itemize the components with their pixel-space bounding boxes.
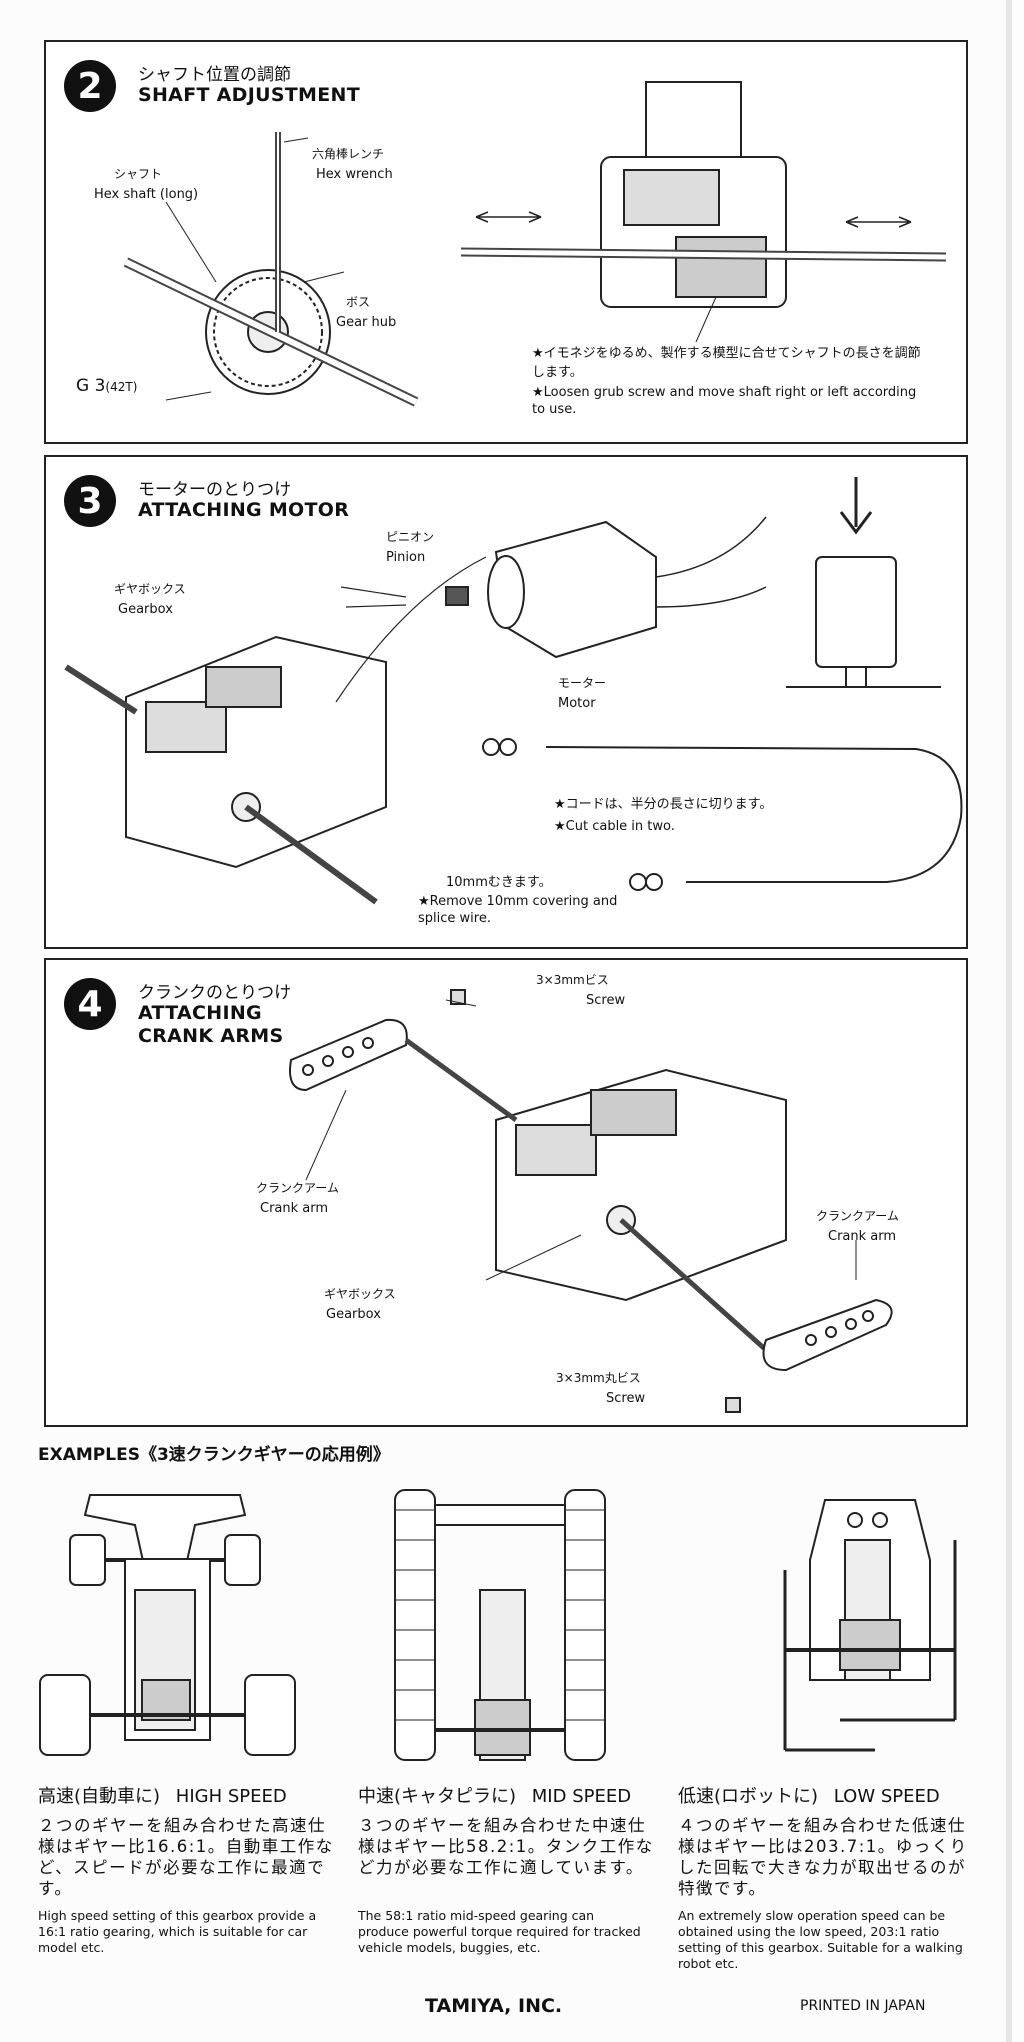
shaft-adjustment-illustration xyxy=(123,81,947,407)
example-mid-speed-body-jp: ３つのギヤーを組み合わせた中速仕様はギヤー比58.2:1。タンク工作など力が必要… xyxy=(358,1816,654,1877)
label-shaft-en: Hex shaft (long) xyxy=(94,187,199,202)
example-tank-illustration xyxy=(394,1489,606,1761)
step-title-en: SHAFT ADJUSTMENT xyxy=(138,84,361,106)
note-cut-jp: ★コードは、半分の長さに切ります。 xyxy=(554,797,773,812)
example-head-jp: 中速(キャタピラに) xyxy=(358,1786,517,1807)
step-title-en: ATTACHING MOTOR xyxy=(138,499,350,521)
note-cut-en: ★Cut cable in two. xyxy=(554,819,675,834)
example-head-jp: 低速(ロボットに) xyxy=(678,1786,819,1807)
example-high-speed-heading: 高速(自動車に) HIGH SPEED xyxy=(38,1782,287,1808)
label-pinion-en: Pinion xyxy=(386,550,426,565)
label-shaft-jp: シャフト xyxy=(114,167,163,181)
label-wrench-jp: 六角棒レンチ xyxy=(312,147,385,161)
label-screw-top-jp: 3×3mmビス xyxy=(536,973,609,987)
step-number-badge: 2 xyxy=(64,60,116,112)
footer-company: TAMIYA, INC. xyxy=(425,1995,563,2017)
label-gear: G 3(42T) xyxy=(76,378,137,396)
example-mid-speed-heading: 中速(キャタピラに) MID SPEED xyxy=(358,1782,631,1808)
step-title-jp: クランクのとりつけ xyxy=(138,983,292,1003)
example-robot-illustration xyxy=(783,1499,957,1752)
example-head-jp: 高速(自動車に) xyxy=(38,1786,161,1807)
step-shaft-adjustment: 2 シャフト位置の調節 SHAFT ADJUSTMENT シャフト Hex sh… xyxy=(44,40,968,444)
note-strip-en: ★Remove 10mm covering and splice wire. xyxy=(418,894,618,926)
label-screw-bottom-en: Screw xyxy=(606,1391,646,1406)
step-number-badge: 3 xyxy=(64,475,116,527)
example-head-en: HIGH SPEED xyxy=(175,1786,287,1807)
step-title-en-line2: CRANK ARMS xyxy=(138,1025,284,1047)
step-number-badge: 4 xyxy=(64,978,116,1030)
example-high-speed-body-jp: ２つのギヤーを組み合わせた高速仕様はギヤー比16.6:1。自動車工作など、スピー… xyxy=(38,1816,334,1898)
label-gear-teeth: (42T) xyxy=(105,380,138,394)
example-low-speed-heading: 低速(ロボットに) LOW SPEED xyxy=(678,1782,940,1808)
label-motor-en: Motor xyxy=(558,696,596,711)
label-gearbox-jp: ギヤボックス xyxy=(324,1287,396,1301)
label-motor-jp: モーター xyxy=(558,676,607,690)
label-hub-jp: ボス xyxy=(346,295,371,309)
label-screw-bottom-jp: 3×3mm丸ビス xyxy=(556,1371,641,1385)
label-gearbox-jp: ギヤボックス xyxy=(114,582,186,596)
example-high-speed-body-en: High speed setting of this gearbox provi… xyxy=(38,1908,317,1955)
step-attaching-crank-arms: 4 クランクのとりつけ ATTACHING CRANK ARMS 3×3mmビス… xyxy=(44,958,968,1427)
label-crank-left-jp: クランクアーム xyxy=(256,1181,339,1195)
label-gearbox-en: Gearbox xyxy=(326,1307,381,1322)
footer-printed: PRINTED IN JAPAN xyxy=(800,1998,926,2014)
attaching-crank-arms-illustration xyxy=(289,989,893,1413)
example-low-speed-body-jp: ４つのギヤーを組み合わせた低速仕様はギヤー比は203.7:1。ゆっくりした回転で… xyxy=(678,1816,968,1898)
examples-title: EXAMPLES《3速クランクギヤーの応用例》 xyxy=(38,1445,390,1465)
label-hub-en: Gear hub xyxy=(336,315,397,330)
step-title-jp: モーターのとりつけ xyxy=(138,480,292,500)
example-low-speed-body-en: An extremely slow operation speed can be… xyxy=(678,1908,963,1971)
label-crank-right-jp: クランクアーム xyxy=(816,1209,899,1223)
step-attaching-motor: 3 モーターのとりつけ ATTACHING MOTOR ピニオン Pinion … xyxy=(44,455,968,949)
step-title-jp: シャフト位置の調節 xyxy=(138,65,291,85)
note-strip-jp: 10mmむきます。 xyxy=(446,875,552,890)
note-loosen-en: ★Loosen grub screw and move shaft right … xyxy=(532,385,917,417)
label-pinion-jp: ピニオン xyxy=(386,530,435,544)
label-screw-top-en: Screw xyxy=(586,993,626,1008)
example-mid-speed-body-en: The 58:1 ratio mid-speed gearing can pro… xyxy=(358,1908,641,1955)
label-gearbox-en: Gearbox xyxy=(118,602,173,617)
label-wrench-en: Hex wrench xyxy=(316,167,393,182)
example-head-en: LOW SPEED xyxy=(833,1786,940,1807)
note-loosen-jp: ★イモネジをゆるめ、製作する模型に合せてシャフトの長さを調節します。 xyxy=(532,346,921,380)
step-title-en-line1: ATTACHING xyxy=(138,1002,262,1024)
example-head-en: MID SPEED xyxy=(531,1786,632,1807)
label-gear-name: G 3 xyxy=(76,376,106,396)
example-car-illustration xyxy=(39,1494,296,1756)
attaching-motor-illustration xyxy=(64,477,963,905)
label-crank-left-en: Crank arm xyxy=(260,1201,329,1216)
label-crank-right-en: Crank arm xyxy=(828,1229,897,1244)
